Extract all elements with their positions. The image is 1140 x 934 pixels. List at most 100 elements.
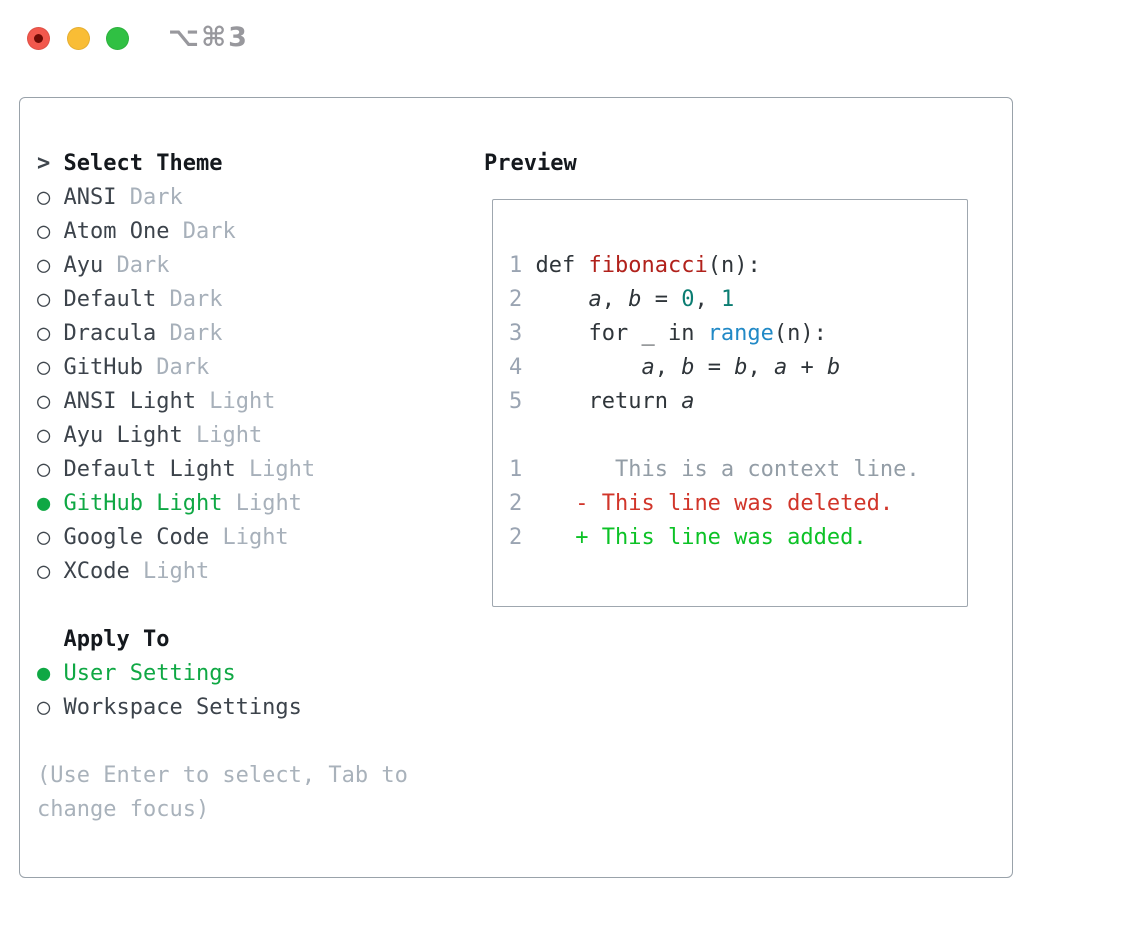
close-button-dot (34, 34, 43, 43)
code-token: + (787, 355, 827, 380)
theme-option-label: Ayu (63, 253, 104, 278)
code-token: b (826, 355, 841, 380)
code-token: , (654, 355, 682, 380)
radio-unselected-icon: ○ (37, 219, 51, 244)
apply-to-option-label: Workspace Settings (63, 695, 302, 720)
theme-variant-tag: Light (248, 457, 316, 482)
theme-variant-tag: Light (222, 525, 289, 550)
radio-unselected-icon: ○ (37, 559, 51, 584)
code-line (509, 419, 967, 453)
theme-option-label: ANSI (63, 185, 117, 210)
code-token: (n): (773, 321, 827, 346)
apply-to-header-label: Apply To (63, 627, 170, 652)
theme-option-label: Google Code (63, 525, 210, 550)
code-token: b (628, 287, 642, 312)
code-line: 3 for _ in range(n): (509, 317, 967, 351)
theme-option-label: GitHub Light (63, 491, 223, 516)
radio-unselected-icon: ○ (37, 423, 51, 448)
theme-option[interactable]: ○ Dracula Dark (37, 317, 467, 351)
code-token: a (588, 287, 602, 312)
theme-option-label: XCode (63, 559, 130, 584)
code-token: 0 (681, 287, 695, 312)
apply-to-option[interactable]: ● User Settings (37, 657, 467, 691)
radio-unselected-icon: ○ (37, 185, 51, 210)
theme-options-list: ○ ANSI Dark○ Atom One Dark○ Ayu Dark○ De… (37, 181, 467, 589)
theme-variant-tag: Light (195, 423, 263, 448)
line-number: 2 (509, 491, 523, 516)
minimize-button[interactable] (67, 27, 90, 50)
theme-variant-tag: Light (209, 389, 276, 414)
code-token: def (535, 253, 589, 278)
theme-option-label: Ayu Light (63, 423, 183, 448)
radio-selected-icon: ● (37, 491, 51, 516)
code-token: a (773, 355, 788, 380)
code-line: 1 def fibonacci(n): (509, 249, 967, 283)
line-number: 4 (509, 355, 523, 380)
code-token: a (681, 389, 695, 414)
theme-variant-tag: Dark (169, 321, 223, 346)
theme-option[interactable]: ○ Default Light Light (37, 453, 467, 487)
preview-column: Preview 1 def fibonacci(n):2 a, b = 0, 1… (484, 147, 984, 607)
apply-to-options-list: ● User Settings○ Workspace Settings (37, 657, 467, 725)
theme-option-label: Dracula (63, 321, 157, 346)
radio-unselected-icon: ○ (37, 253, 51, 278)
code-line: 2 + This line was added. (509, 521, 967, 555)
apply-to-option[interactable]: ○ Workspace Settings (37, 691, 467, 725)
theme-option[interactable]: ○ XCode Light (37, 555, 467, 589)
code-line: 4 a, b = b, a + b (509, 351, 967, 385)
titlebar: ⌥⌘3 (0, 0, 1140, 97)
theme-option[interactable]: ○ Default Dark (37, 283, 467, 317)
theme-variant-tag: Dark (156, 355, 210, 380)
theme-option[interactable]: ○ Atom One Dark (37, 215, 467, 249)
code-token (536, 355, 642, 380)
line-number: 5 (509, 389, 523, 414)
line-number: 1 (509, 457, 523, 482)
code-token: = (641, 287, 682, 312)
apply-to-header: Apply To (37, 623, 467, 657)
radio-unselected-icon: ○ (37, 525, 51, 550)
theme-list-header: > Select Theme (37, 147, 467, 181)
apply-to-section: Apply To ● User Settings○ Workspace Sett… (37, 623, 467, 725)
radio-unselected-icon: ○ (37, 457, 51, 482)
theme-option[interactable]: ○ Google Code Light (37, 521, 467, 555)
theme-option[interactable]: ○ GitHub Dark (37, 351, 467, 385)
code-token: This is a context line. (535, 457, 920, 482)
preview-title: Preview (484, 151, 577, 176)
theme-option[interactable]: ○ Ayu Dark (37, 249, 467, 283)
theme-variant-tag: Dark (129, 185, 183, 210)
code-line: 2 a, b = 0, 1 (509, 283, 967, 317)
code-token: 1 (720, 287, 735, 312)
theme-option[interactable]: ○ ANSI Dark (37, 181, 467, 215)
radio-unselected-icon: ○ (37, 287, 51, 312)
code-token: return (535, 389, 682, 414)
theme-variant-tag: Dark (169, 287, 223, 312)
code-line: 1 This is a context line. (509, 453, 967, 487)
theme-list-header-label: Select Theme (63, 151, 223, 176)
theme-option[interactable]: ● GitHub Light Light (37, 487, 467, 521)
code-token (536, 287, 589, 312)
theme-variant-tag: Light (142, 559, 210, 584)
line-number: 2 (509, 525, 523, 550)
code-token: a (641, 355, 655, 380)
prompt-caret-icon: > (37, 151, 51, 176)
theme-option[interactable]: ○ ANSI Light Light (37, 385, 467, 419)
code-token: = (694, 355, 735, 380)
code-line: 2 - This line was deleted. (509, 487, 967, 521)
theme-option-label: Default Light (63, 457, 236, 482)
hint-text: (Use Enter to select, Tab to change focu… (37, 763, 408, 822)
theme-variant-tag: Dark (182, 219, 236, 244)
zoom-button[interactable] (106, 27, 129, 50)
theme-variant-tag: Light (235, 491, 302, 516)
code-token: - This line was deleted. (535, 491, 894, 516)
code-token: for _ in (535, 321, 708, 346)
radio-selected-icon: ● (37, 661, 51, 686)
theme-variant-tag: Dark (116, 253, 170, 278)
theme-option-label: ANSI Light (63, 389, 196, 414)
theme-option[interactable]: ○ Ayu Light Light (37, 419, 467, 453)
code-token: b (681, 355, 695, 380)
close-button[interactable] (27, 27, 50, 50)
radio-unselected-icon: ○ (37, 695, 51, 720)
theme-option-label: Atom One (63, 219, 170, 244)
